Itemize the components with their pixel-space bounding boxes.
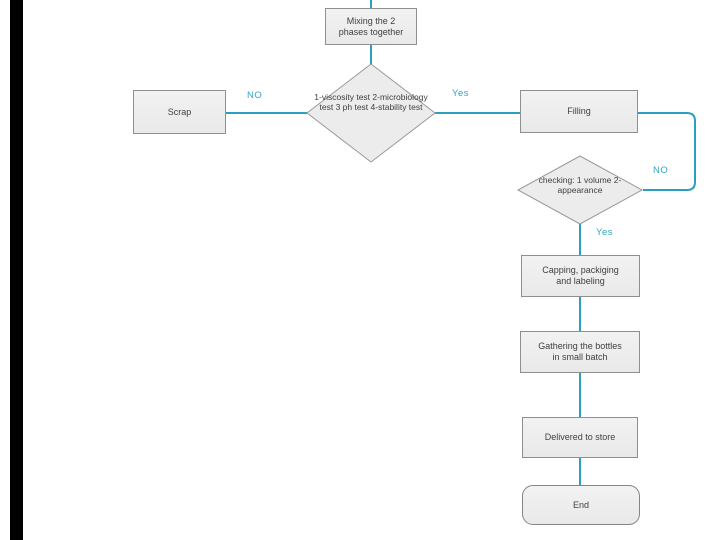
scrap-box[interactable]: Scrap bbox=[133, 90, 226, 134]
gathering-label-line1: Gathering the bottles bbox=[538, 341, 622, 351]
end-terminator[interactable]: End bbox=[522, 485, 640, 525]
gathering-box[interactable]: Gathering the bottles in small batch bbox=[520, 331, 640, 373]
mixing-box[interactable]: Mixing the 2 phases together bbox=[325, 8, 417, 45]
filling-label: Filling bbox=[567, 106, 591, 116]
left-black-bar bbox=[10, 0, 23, 540]
capping-label-line1: Capping, packiging bbox=[542, 265, 619, 275]
end-label: End bbox=[572, 499, 589, 510]
test-decision-diamond[interactable] bbox=[306, 63, 436, 163]
yes-label-filling: Yes bbox=[452, 88, 469, 99]
connector-no-loop-filling-check bbox=[638, 112, 696, 191]
capping-box[interactable]: Capping, packiging and labeling bbox=[521, 255, 640, 297]
delivered-box[interactable]: Delivered to store bbox=[522, 417, 638, 458]
mixing-label-line1: Mixing the 2 bbox=[346, 15, 396, 26]
scrap-label: Scrap bbox=[167, 106, 192, 117]
capping-label-line2: and labeling bbox=[556, 276, 605, 286]
no-label-loop: NO bbox=[653, 165, 669, 176]
gathering-label-line2: in small batch bbox=[552, 352, 608, 362]
check-decision-diamond[interactable] bbox=[516, 155, 644, 225]
mixing-label-line2: phases together bbox=[338, 26, 404, 37]
yes-label-capping: Yes bbox=[596, 227, 613, 238]
delivered-label: Delivered to store bbox=[544, 432, 616, 442]
filling-box[interactable]: Filling bbox=[520, 90, 638, 133]
no-label-scrap: NO bbox=[247, 90, 263, 101]
